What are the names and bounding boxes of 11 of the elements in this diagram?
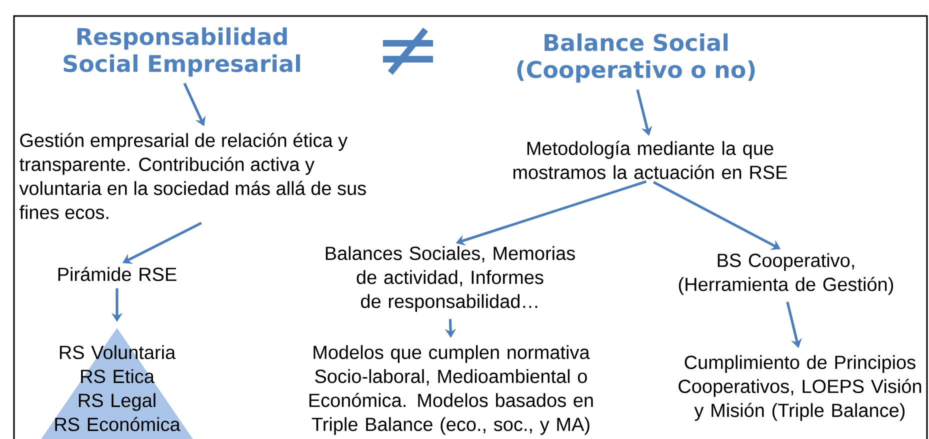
- step-text: BS Cooperativo, (Herramienta de Gestión): [678, 253, 894, 295]
- not-equal-sign: ≠: [382, 28, 434, 75]
- description-text: Modelos que cumplen normativa Socio-laboral, Medioambiental o Económica. Modelos basados en Triple Balance (eco., soc., y MA): [309, 345, 593, 435]
- description-text: Metodología mediante la que mostramos la actuación en RSE: [513, 140, 787, 180]
- description-text: Gestión empresarial de relación ética y transparente. Contribución activa y voluntaria en la sociedad más allá de sus fines ecos.: [19, 132, 366, 220]
- step-text: Balances Sociales, Memorias de actividad, Informes de responsabilidad…: [326, 246, 575, 312]
- heading: Balance Social (Cooperativo o no): [517, 33, 755, 83]
- pyramid: RS Voluntaria RS Etica RS Legal RS Económica: [20, 328, 214, 439]
- heading: Responsabilidad Social Empresarial: [64, 27, 300, 77]
- step-text: Pirámide RSE: [58, 266, 176, 282]
- description-text: Cumplimiento de Principios Cooperativos, LOEPS Visión y Misión (Triple Balance): [678, 355, 922, 421]
